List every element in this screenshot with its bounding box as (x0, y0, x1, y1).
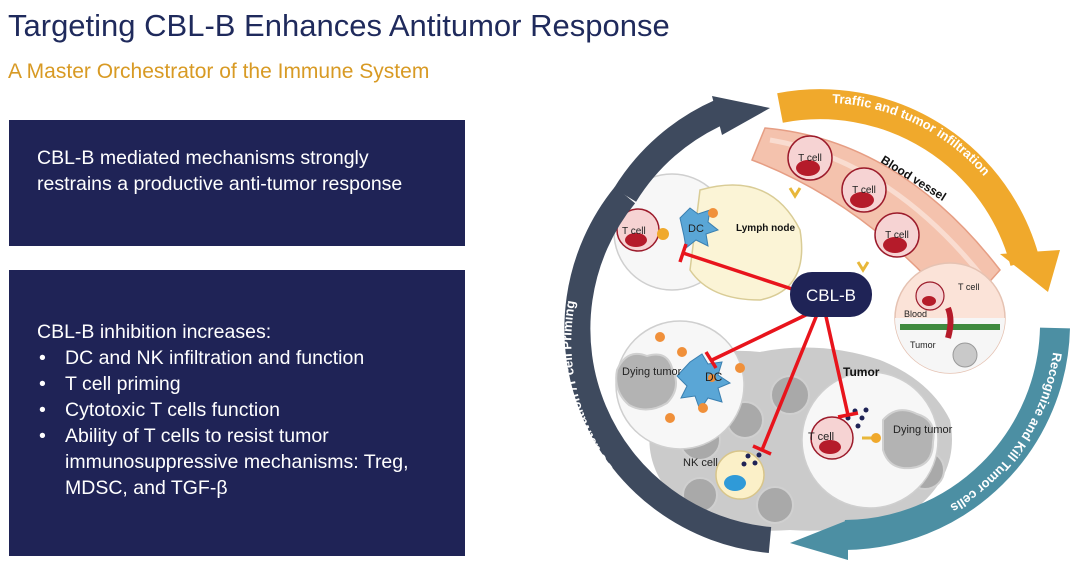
inhibition-heading: CBL-B inhibition increases: (37, 321, 272, 343)
traffic-arrow (777, 89, 1040, 266)
dc-label: DC (688, 223, 704, 235)
inhibition-line (760, 311, 820, 451)
inhibition-bullet: DC and NK infiltration and function (37, 345, 445, 371)
inhibition-lines (678, 243, 859, 456)
inhibition-box: CBL-B inhibition increases: DC and NK in… (9, 270, 465, 556)
page-title: Targeting CBL-B Enhances Antitumor Respo… (8, 8, 670, 43)
t-cell-label: T cell (958, 282, 979, 292)
inhibition-bar (837, 411, 859, 419)
cbl-b-node: CBL-B (790, 272, 872, 317)
inhibition-line (711, 310, 813, 362)
t-cell-label: T cell (622, 226, 646, 237)
dying-tumor-cell (615, 352, 677, 411)
inhibition-bar (704, 351, 718, 369)
nk-cell (715, 450, 765, 500)
mechanism-box: CBL-B mediated mechanisms strongly restr… (9, 120, 465, 246)
page-subtitle: A Master Orchestrator of the Immune Syst… (8, 60, 430, 83)
inhibition-bar (678, 243, 688, 263)
dc-label: DC (705, 370, 723, 384)
dying-tumor-cell (882, 409, 935, 470)
tumor-label: Tumor (910, 340, 936, 350)
tumor-label: Tumor (843, 365, 880, 379)
mechanism-text: CBL-B mediated mechanisms strongly restr… (37, 147, 403, 195)
cbl-b-label: CBL-B (806, 286, 856, 305)
t-cell-label: T cell (852, 185, 876, 196)
inhibition-line (823, 311, 850, 416)
lymph-node-inset: T cell DC Lymph node (613, 173, 803, 301)
inhibition-line (682, 251, 796, 292)
nk-cell-label: NK cell (683, 457, 718, 469)
inhibition-bar (752, 444, 772, 456)
t-cell-label: T cell (798, 153, 822, 164)
inhibition-bullet: Ability of T cells to resist tumor immun… (37, 423, 445, 501)
inhibition-bullet: T cell priming (37, 371, 445, 397)
inhibition-bullet: Cytotoxic T cells function (37, 397, 445, 423)
t-cell-label: T cell (885, 230, 909, 241)
dying-tumor-label: Dying tumor (893, 424, 953, 436)
nk-cell-group: NK cell (683, 450, 765, 500)
recognize-arrow (844, 327, 1070, 550)
inhibition-list: DC and NK infiltration and function T ce… (37, 345, 445, 501)
lymph-node-label: Lymph node (736, 223, 796, 234)
blood-label: Blood (904, 309, 927, 319)
dc-activation-arrow (564, 186, 772, 553)
t-cell-kill-inset: T cell Dying tumor Tumor (801, 365, 953, 509)
dying-tumor-dc-inset: Dying tumor DC (615, 320, 745, 450)
dying-tumor-label: Dying tumor (622, 366, 682, 378)
t-cell-label: T cell (808, 431, 834, 443)
blood-tumor-inset: T cell Blood Tumor (894, 262, 1006, 374)
